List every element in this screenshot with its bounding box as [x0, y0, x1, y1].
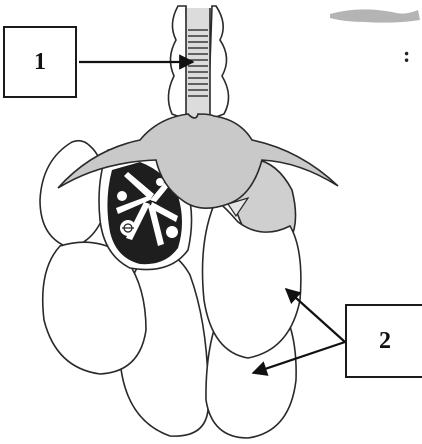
label-2-box: 2	[345, 304, 422, 378]
label-1-text: 1	[34, 49, 46, 76]
scan-smudge	[330, 9, 420, 22]
corner-mark: :	[403, 42, 410, 68]
label-2-text: 2	[379, 328, 391, 355]
label-1-box: 1	[3, 26, 77, 98]
